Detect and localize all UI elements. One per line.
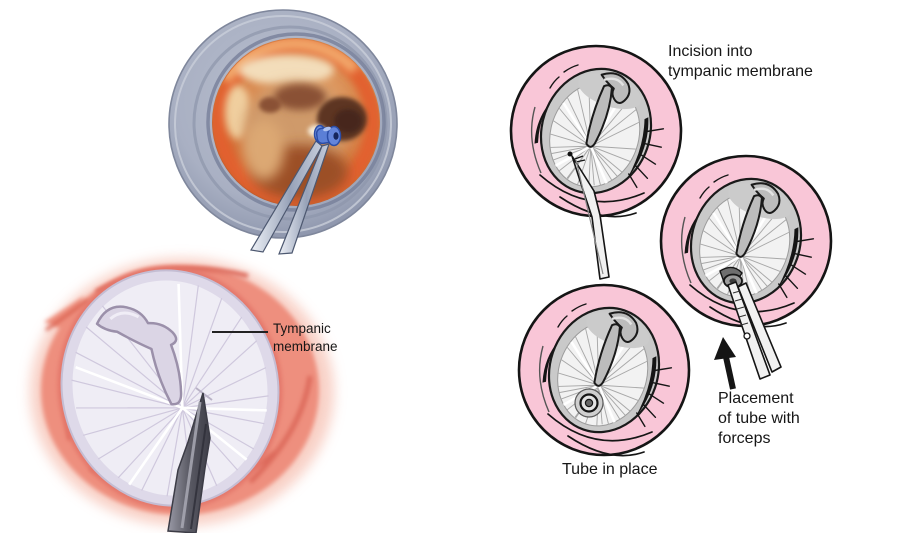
label-placement: Placement of tube with forceps <box>718 390 800 447</box>
step-incision <box>509 44 683 280</box>
step-placement <box>659 154 833 380</box>
up-arrow <box>714 337 736 390</box>
incision-knife <box>567 151 610 280</box>
otoscope-view <box>168 9 398 255</box>
placement-forceps <box>719 266 782 380</box>
label-incision: Incision into tympanic membrane <box>668 43 813 80</box>
ear-tube-blue <box>313 124 342 147</box>
placed-tube <box>574 388 604 418</box>
forceps-instrument <box>250 140 330 255</box>
tympanic-membrane-illustration <box>30 258 334 533</box>
step-tube-in-place <box>517 283 691 457</box>
membrane-drawing <box>57 266 283 510</box>
myringotomy-knife <box>167 392 211 533</box>
eardrum-drawing <box>517 283 691 457</box>
label-tube-in-place: Tube in place <box>562 461 658 478</box>
label-tympanic-membrane: Tympanic membrane <box>273 321 338 354</box>
eardrum-drawing <box>509 44 683 218</box>
